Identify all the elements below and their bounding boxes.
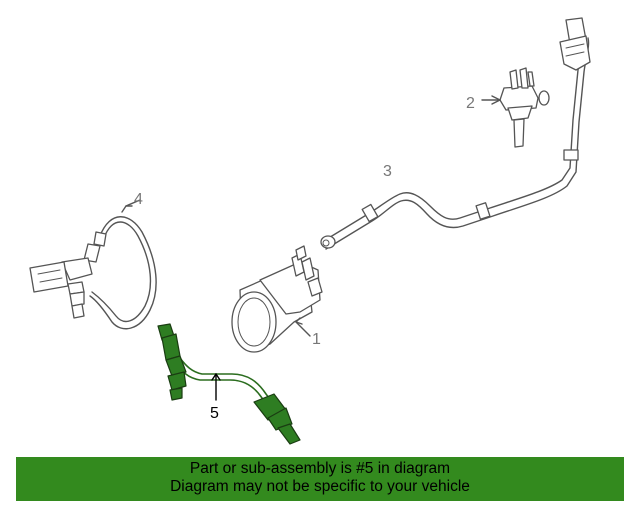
- charcoal-canister-part-1[interactable]: [231, 245, 323, 353]
- callout-5: 5: [210, 405, 219, 422]
- callout-2: 2: [466, 95, 475, 112]
- vent-hose-part-3[interactable]: [320, 17, 591, 250]
- banner-line-1: Part or sub-assembly is #5 in diagram: [189, 460, 451, 477]
- oxygen-sensor-part-4[interactable]: [29, 199, 157, 330]
- banner-line-2: Diagram may not be specific to your vehi…: [170, 478, 470, 495]
- diagram-notice-banner: Part or sub-assembly is #5 in diagram Di…: [16, 457, 624, 501]
- vent-valve-part-2[interactable]: [481, 67, 550, 148]
- callout-4: 4: [134, 191, 143, 208]
- parts-diagram: 1 2 3 4 5: [29, 17, 591, 445]
- callout-3: 3: [383, 163, 392, 180]
- oxygen-sensor-part-5[interactable]: [157, 323, 301, 445]
- callout-1: 1: [312, 331, 321, 348]
